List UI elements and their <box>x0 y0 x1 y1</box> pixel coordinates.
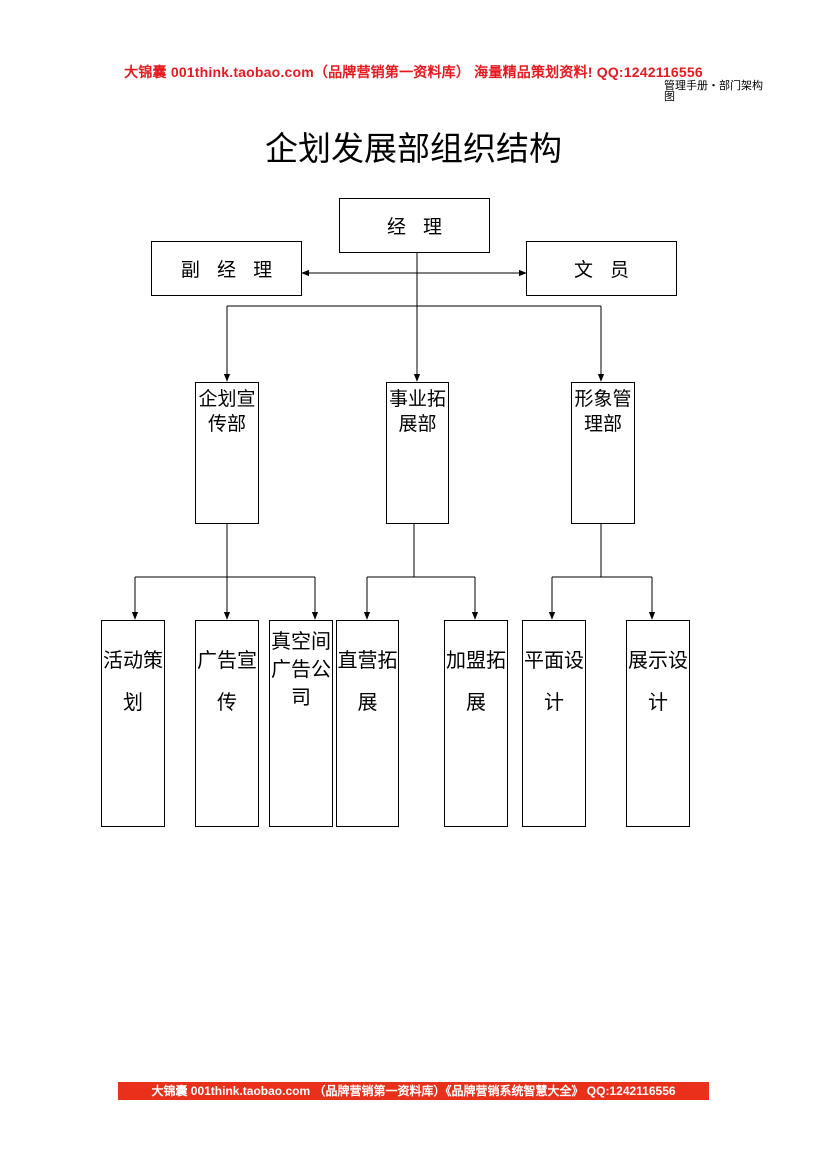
unit-box-direct-expansion: 直营拓展 <box>336 620 399 827</box>
unit-box-graphic-design: 平面设计 <box>522 620 586 827</box>
dept-box-planning: 企划宣传部 <box>195 382 259 524</box>
dept-box-business-expansion: 事业拓展部 <box>386 382 449 524</box>
clerk-box: 文员 <box>526 241 677 296</box>
dept-box-image-management: 形象管理部 <box>571 382 635 524</box>
unit-box-display-design: 展示设计 <box>626 620 690 827</box>
corner-note: 管理手册・部门架构 图 <box>664 80 763 102</box>
unit-box-ad-agency: 真空间广告公司 <box>269 620 333 827</box>
corner-note-line1: 管理手册・部门架构 <box>664 79 763 92</box>
unit-box-event-planning: 活动策划 <box>101 620 165 827</box>
footer-banner: 大锦囊 001think.taobao.com （品牌营销第一资料库）《品牌营销… <box>118 1082 709 1100</box>
header-banner: 大锦囊 001think.taobao.com（品牌营销第一资料库） 海量精品策… <box>124 64 703 80</box>
corner-note-line2: 图 <box>664 90 675 103</box>
unit-box-advertising: 广告宣传 <box>195 620 259 827</box>
page-title: 企划发展部组织结构 <box>265 129 562 168</box>
deputy-manager-box: 副经理 <box>151 241 302 296</box>
manager-box: 经理 <box>339 198 490 253</box>
unit-box-franchise-expansion: 加盟拓展 <box>444 620 508 827</box>
